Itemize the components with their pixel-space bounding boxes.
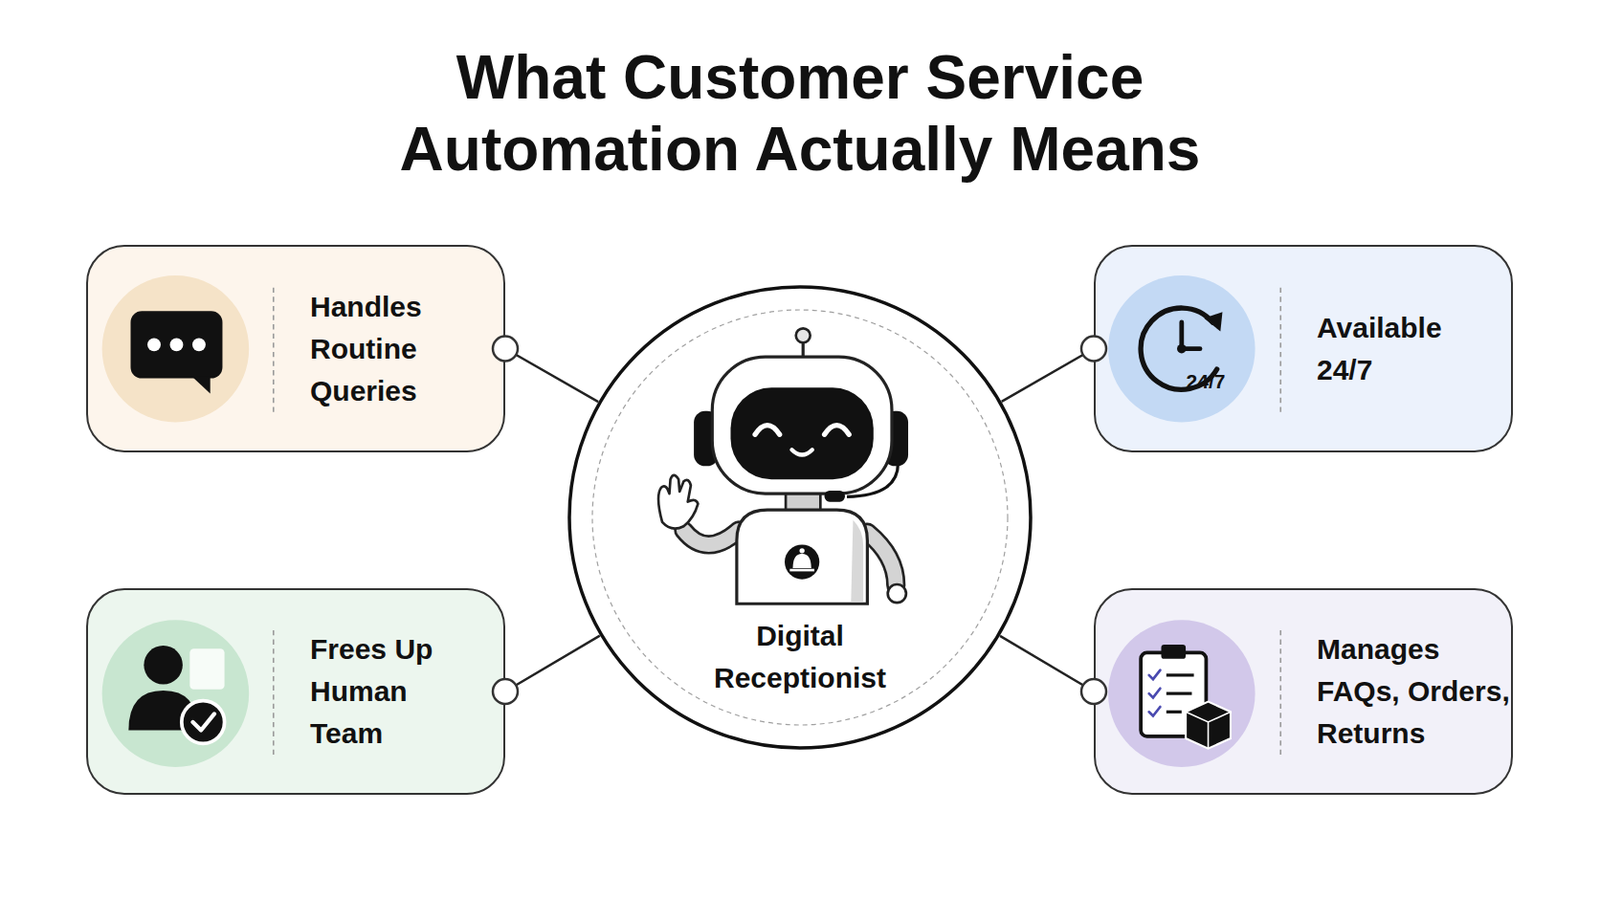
person-head [143, 645, 183, 686]
chat-dot [170, 337, 184, 352]
chat-dot [192, 337, 206, 352]
clipboard-shape [1140, 652, 1206, 736]
robot-arm [683, 530, 739, 545]
icon-background [102, 275, 250, 423]
outer-circle [569, 287, 1031, 749]
robot-neck [785, 489, 821, 512]
connector-knob [492, 336, 518, 362]
feature-box: Handles Routine Queries [86, 244, 506, 453]
robot-body-shade [850, 520, 864, 602]
icon-background [1108, 620, 1256, 768]
robot-eye [824, 425, 850, 436]
node-label: Digital Receptionist [694, 615, 906, 700]
connector-line [505, 636, 600, 692]
clock-arrow-head [1203, 311, 1223, 332]
divider-line [272, 630, 275, 757]
clock-hand [1178, 322, 1184, 350]
connector-knob [1081, 336, 1107, 362]
text-container: Handles Routine Queries [310, 246, 502, 451]
robot-hand [888, 584, 907, 603]
inner-dashed-circle [592, 310, 1008, 726]
connector-line [1001, 349, 1094, 402]
divider-line [272, 288, 275, 414]
robot-body [736, 510, 867, 604]
connector-knob [492, 679, 518, 705]
connector-line [1000, 636, 1094, 692]
robot-badge [784, 544, 820, 579]
clock-hand [1181, 346, 1200, 352]
center-circle: Digital Receptionist [567, 285, 1033, 751]
list-line [1166, 711, 1182, 714]
text-container: Manages FAQs, Orders, Returns [1316, 590, 1520, 794]
robot-head [711, 356, 892, 494]
robot-arm-outline [683, 530, 739, 545]
list-line [1166, 673, 1195, 677]
document-shape [189, 648, 224, 690]
feature-box: Available 24/7 [1093, 244, 1513, 453]
decoration-group [102, 275, 1282, 768]
check-mark [193, 713, 215, 731]
bell-symbol [793, 554, 812, 569]
robot-arm [866, 533, 896, 586]
icon-background [1108, 275, 1256, 423]
node-label: Available 24/7 [1316, 307, 1470, 392]
robot-smile [791, 449, 812, 455]
clipboard-clip [1160, 644, 1186, 660]
clock-center [1177, 344, 1187, 355]
chat-bubble-tail [191, 376, 210, 394]
node-label: Manages FAQs, Orders, Returns [1316, 628, 1520, 756]
package-edge [1185, 711, 1231, 749]
connector-line [505, 349, 599, 403]
text-container: Digital Receptionist [694, 615, 906, 700]
connector-knob [1081, 679, 1107, 705]
chat-dot [147, 337, 161, 352]
robot-eye [755, 425, 780, 436]
robot-antenna-tip [796, 328, 811, 343]
feature-box: Frees Up Human Team [86, 588, 506, 796]
list-line [1166, 692, 1193, 696]
list-check [1149, 670, 1161, 681]
node-label: Handles Routine Queries [310, 286, 502, 413]
list-check [1149, 688, 1161, 699]
check-badge [181, 701, 225, 745]
robot-ear [693, 411, 719, 467]
robot-ear [883, 411, 909, 467]
feature-box: Manages FAQs, Orders, Returns [1093, 588, 1513, 796]
robot-antenna [801, 342, 805, 359]
robot-hand [658, 475, 698, 530]
divider-line [1279, 288, 1282, 414]
icon-background [102, 620, 250, 768]
text-container: Available 24/7 [1316, 246, 1470, 451]
robot-visor [730, 387, 873, 480]
robot-arm-outline [866, 533, 896, 586]
diagram-title: What Customer Service Automation Actuall… [321, 42, 1279, 186]
person-body [128, 690, 199, 732]
robot-mic-wire [846, 461, 898, 497]
bell-knob [799, 548, 804, 554]
icon-label: 24/7 [1178, 370, 1233, 394]
divider-line [1279, 630, 1282, 757]
chat-bubble-icon [130, 311, 223, 378]
list-check [1149, 707, 1161, 717]
package-box [1185, 702, 1231, 750]
robot-mic [824, 490, 845, 503]
text-container: Frees Up Human Team [310, 590, 483, 794]
bell-base [789, 569, 815, 573]
node-label: Frees Up Human Team [310, 628, 483, 756]
